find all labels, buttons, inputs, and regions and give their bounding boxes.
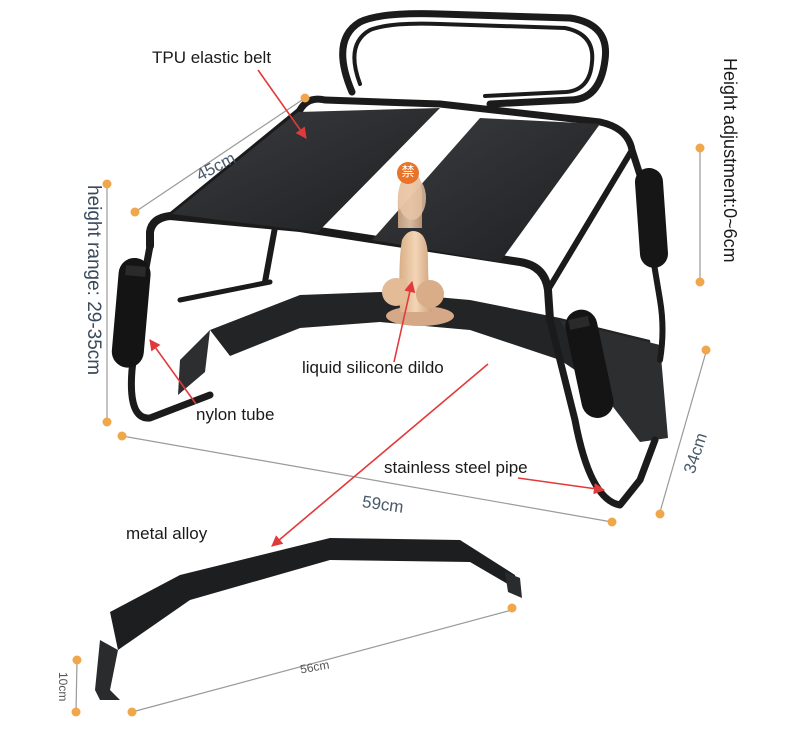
metal-alloy-label: metal alloy bbox=[126, 524, 208, 543]
nylon-tube-label: nylon tube bbox=[196, 405, 275, 424]
steel-pipe-label: stainless steel pipe bbox=[384, 458, 528, 477]
seat-handle bbox=[339, 10, 610, 108]
dildo-arrow bbox=[393, 280, 416, 363]
height-adjust-label: Height adjustment:0~6cm bbox=[720, 58, 740, 263]
callout-arrows bbox=[149, 69, 606, 547]
seat-straps bbox=[172, 108, 600, 262]
tpu-arrow bbox=[257, 69, 307, 139]
metal-alloy-bar bbox=[95, 538, 522, 700]
dimension-dots bbox=[71, 93, 711, 717]
steel-arrow bbox=[517, 477, 606, 495]
tpu-belt-label: TPU elastic belt bbox=[152, 48, 272, 67]
dimension-lines bbox=[75, 97, 707, 713]
alloy-arrow bbox=[271, 363, 489, 547]
depth-10-label: 10cm bbox=[56, 672, 70, 702]
nylon-sleeves bbox=[111, 167, 668, 418]
dildo-label: liquid silicone dildo bbox=[302, 358, 444, 377]
height-range-label: height range: 29-35cm bbox=[83, 185, 104, 376]
ban-badge: 禁 bbox=[397, 162, 419, 184]
nylon-arrow bbox=[149, 339, 197, 405]
